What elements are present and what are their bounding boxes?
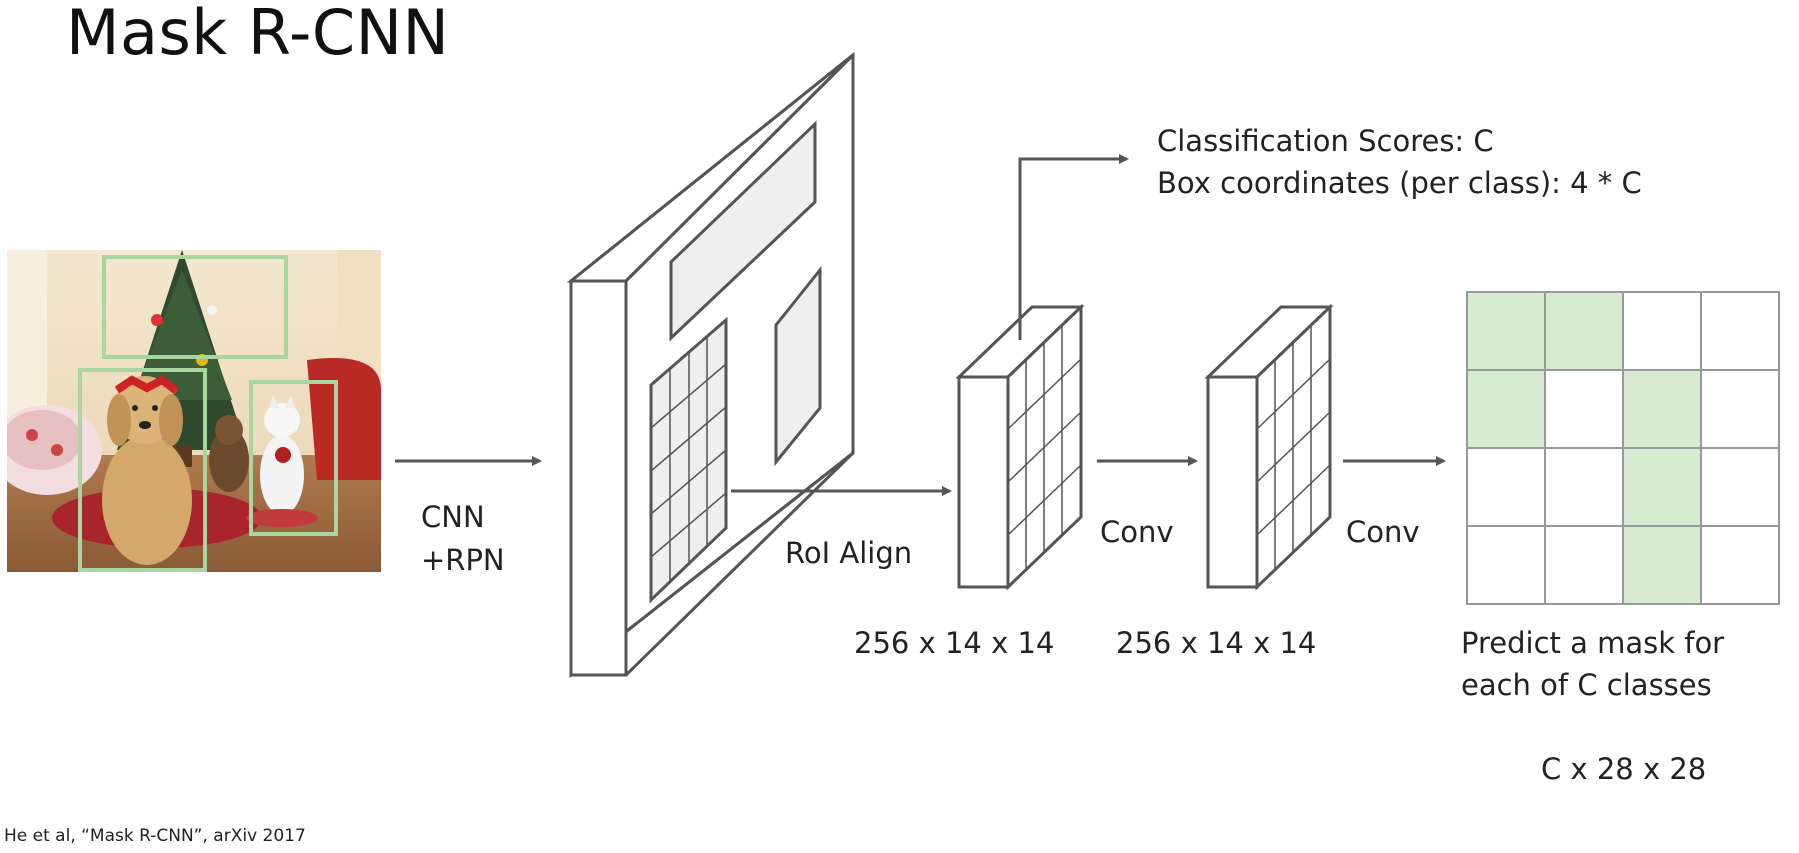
backbone-panel-right bbox=[774, 265, 822, 467]
roi-grid bbox=[649, 316, 728, 604]
mask-cell bbox=[1622, 525, 1702, 605]
mask-caption-line1: Predict a mask for bbox=[1461, 626, 1725, 660]
box-coordinates-label: Box coordinates (per class): 4 * C bbox=[1157, 166, 1642, 200]
backbone-label-line1: CNN bbox=[421, 500, 485, 534]
conv-feature-cube bbox=[1204, 303, 1334, 591]
mask-cell bbox=[1544, 525, 1624, 605]
conv-feature-dims: 256 x 14 x 14 bbox=[1116, 626, 1317, 660]
input-photo-illustration bbox=[7, 250, 381, 572]
mask-dims: C x 28 x 28 bbox=[1541, 752, 1707, 786]
roi-feature-cube bbox=[955, 303, 1085, 591]
roi-feature-dims: 256 x 14 x 14 bbox=[854, 626, 1055, 660]
mask-cell bbox=[1700, 525, 1780, 605]
backbone-label-line2: +RPN bbox=[421, 543, 505, 577]
classification-scores-label: Classification Scores: C bbox=[1157, 124, 1494, 158]
conv-label-2: Conv bbox=[1346, 515, 1420, 549]
mask-cell bbox=[1544, 291, 1624, 371]
input-image bbox=[7, 250, 381, 572]
mask-cell bbox=[1622, 447, 1702, 527]
mask-cell bbox=[1622, 291, 1702, 371]
backbone-panel-top bbox=[669, 120, 817, 342]
mask-cell bbox=[1544, 447, 1624, 527]
mask-cell bbox=[1700, 291, 1780, 371]
mask-cell bbox=[1700, 447, 1780, 527]
mask-cell bbox=[1466, 447, 1546, 527]
citation: He et al, “Mask R-CNN”, arXiv 2017 bbox=[4, 826, 306, 846]
conv-label-1: Conv bbox=[1100, 515, 1174, 549]
mask-grid bbox=[1466, 291, 1780, 605]
roi-align-label: RoI Align bbox=[785, 536, 913, 570]
arrow-to-classification bbox=[1018, 154, 1129, 340]
mask-cell bbox=[1466, 369, 1546, 449]
mask-cell bbox=[1466, 291, 1546, 371]
mask-cell bbox=[1466, 525, 1546, 605]
mask-cell bbox=[1622, 369, 1702, 449]
detection-box-dog bbox=[78, 368, 207, 572]
detection-box-tree bbox=[102, 255, 288, 359]
slide-title: Mask R-CNN bbox=[66, 0, 450, 69]
mask-caption-line2: each of C classes bbox=[1461, 668, 1712, 702]
mask-cell bbox=[1544, 369, 1624, 449]
detection-box-cat bbox=[249, 380, 338, 536]
mask-cell bbox=[1700, 369, 1780, 449]
